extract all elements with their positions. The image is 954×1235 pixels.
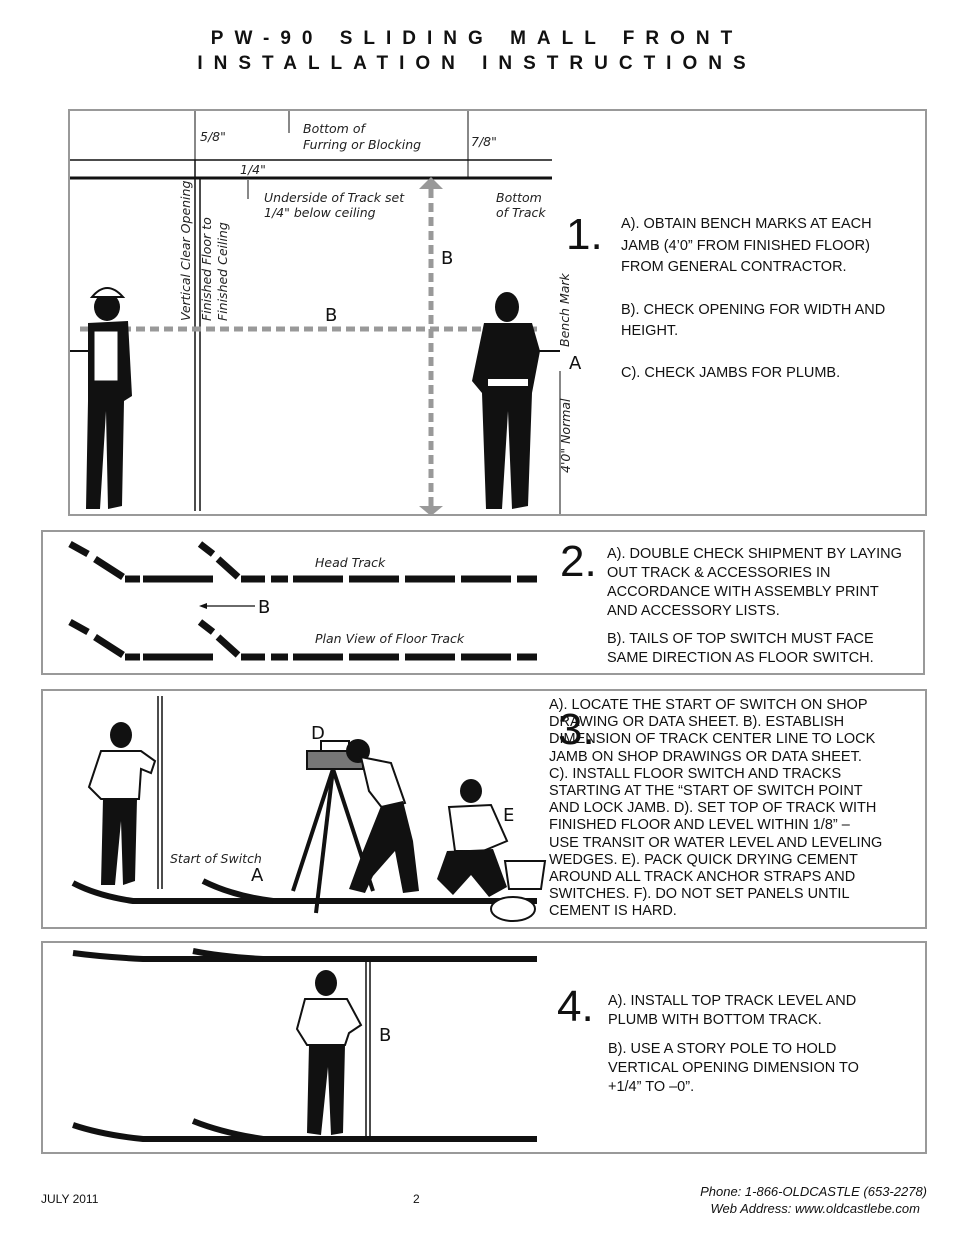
step-1b: B). CHECK OPENING FOR WIDTH AND HEIGHT.: [621, 301, 886, 340]
label-7-8: 7/8": [471, 134, 497, 149]
label-4-0-normal: 4'0" Normal: [558, 398, 573, 473]
panel-step-4: B 4. A). INSTALL TOP TRACK LEVEL AND PLU…: [41, 941, 927, 1154]
panel-step-1: 5/8" Bottom of Furring or Blocking 7/8" …: [68, 109, 927, 516]
footer-phone: Phone: 1-866-OLDCASTLE (653-2278): [700, 1184, 927, 1199]
page-title: PW-90 SLIDING MALL FRONT: [210, 28, 744, 49]
label-1-4: 1/4": [240, 162, 266, 177]
label-head-track: Head Track: [315, 555, 386, 570]
letter-e: E: [503, 805, 514, 826]
step-4b: B). USE A STORY POLE TO HOLD VERTICAL OP…: [608, 1041, 859, 1095]
letter-b: B: [258, 597, 270, 618]
footer-web-address[interactable]: Web Address: www.oldcastlebe.com: [710, 1201, 920, 1216]
step-4-text: A). INSTALL TOP TRACK LEVEL AND PLUMB WI…: [608, 992, 868, 1097]
label-finished-floor-1: Finished Floor to: [199, 217, 214, 321]
label-5-8: 5/8": [200, 129, 226, 144]
footer-page-number: 2: [413, 1192, 420, 1206]
step-1-text: A). OBTAIN BENCH MARKS AT EACH JAMB (4’0…: [621, 214, 896, 383]
step-3-body: A). LOCATE THE START OF SWITCH ON SHOP D…: [549, 697, 883, 920]
label-underside-2: 1/4" below ceiling: [264, 205, 376, 220]
worker-kneeling-figure: [437, 779, 547, 922]
label-finished-floor-2: Finished Ceiling: [215, 222, 230, 321]
letter-a-right: A: [569, 353, 582, 374]
top-track-illustration: B: [72, 948, 537, 1142]
step-number-3: 3.: [558, 705, 595, 754]
footer-date: JULY 2011: [41, 1192, 99, 1206]
letter-d: D: [311, 723, 325, 744]
step-number-1: 1.: [566, 210, 603, 259]
step-1a: A). OBTAIN BENCH MARKS AT EACH JAMB (4’0…: [621, 216, 872, 275]
worker-right-figure: [472, 292, 540, 509]
label-bottom-furring-2: Furring or Blocking: [303, 137, 421, 152]
label-underside-1: Underside of Track set: [264, 190, 405, 205]
letter-b-horizontal: B: [325, 305, 337, 326]
worker-surveyor-figure: [346, 739, 419, 893]
panel-step-3: Start of Switch A D E 3. A). LOCATE THE …: [41, 689, 927, 929]
label-bottom-track-1: Bottom: [496, 190, 542, 205]
letter-b-vertical: B: [441, 248, 453, 269]
letter-a: A: [251, 865, 264, 886]
panel-step-2: Head Track Plan View of Floor Track B 2.…: [41, 530, 925, 675]
label-bench-mark-right: Bench Mark: [557, 272, 572, 347]
step-1c: C). CHECK JAMBS FOR PLUMB.: [621, 364, 841, 381]
step-2a: A). DOUBLE CHECK SHIPMENT BY LAYING OUT …: [607, 546, 902, 619]
label-vertical-clear: Vertical Clear Opening: [178, 181, 193, 321]
step-4a: A). INSTALL TOP TRACK LEVEL AND PLUMB WI…: [608, 993, 857, 1028]
step-number-4: 4.: [557, 982, 594, 1031]
label-floor-track: Plan View of Floor Track: [315, 631, 465, 646]
label-bottom-track-2: of Track: [496, 205, 546, 220]
track-layout-illustration: Head Track Plan View of Floor Track B: [68, 540, 537, 661]
label-bottom-furring-1: Bottom of: [303, 121, 366, 136]
step-2b: B). TAILS OF TOP SWITCH MUST FACE SAME D…: [607, 631, 874, 666]
worker-pole-figure: [87, 722, 157, 885]
page-subtitle: INSTALLATION INSTRUCTIONS: [197, 53, 757, 74]
step-3-text: A). LOCATE THE START OF SWITCH ON SHOP D…: [549, 697, 883, 921]
label-start-switch: Start of Switch: [170, 851, 262, 866]
step-number-2: 2.: [560, 537, 597, 586]
worker-left-figure: [86, 287, 132, 509]
step-2-text: A). DOUBLE CHECK SHIPMENT BY LAYING OUT …: [607, 545, 907, 668]
floor-switch-illustration: Start of Switch A D E: [71, 696, 547, 922]
worker-story-pole-figure: [295, 970, 363, 1135]
opening-check-illustration: 5/8" Bottom of Furring or Blocking 7/8" …: [70, 111, 582, 514]
letter-b: B: [379, 1025, 391, 1046]
